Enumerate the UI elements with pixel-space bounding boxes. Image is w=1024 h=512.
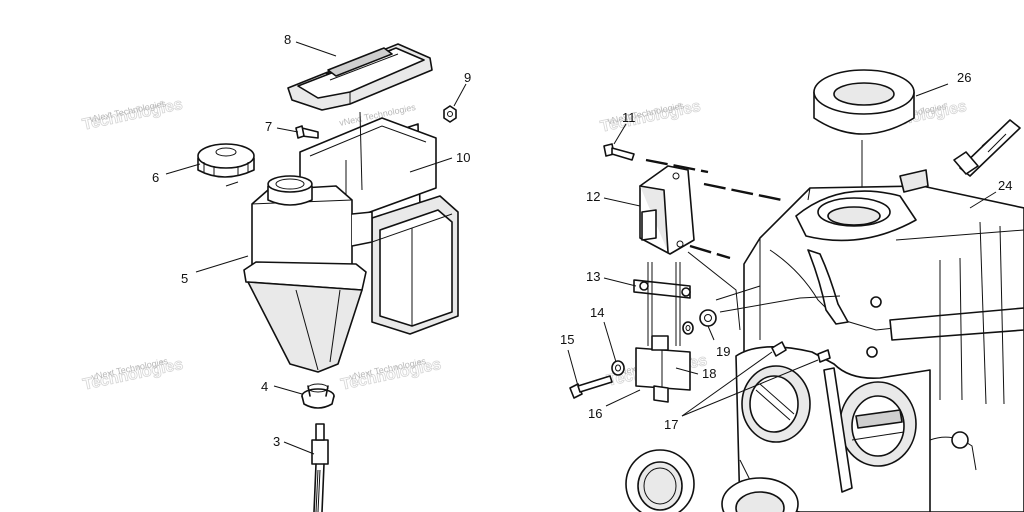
watermark-1: Technologies vNext Technologies	[81, 95, 185, 134]
callout-14: 14	[590, 305, 604, 320]
callout-9: 9	[464, 70, 471, 85]
bottom-ring-right	[721, 477, 799, 512]
part-14-washer	[611, 360, 625, 376]
callout-8: 8	[284, 32, 291, 47]
lower-housing-front	[735, 346, 977, 512]
watermark-2: Technologies vNext Technologies	[599, 97, 703, 136]
part-19-spacer	[682, 309, 717, 335]
callout-labels: 8 9 7 10 6 5 4 3 11 12 13 14 15 16 17 18…	[152, 32, 1012, 449]
callout-5: 5	[181, 271, 188, 286]
callout-11: 11	[622, 110, 636, 125]
callout-10: 10	[456, 150, 470, 165]
callout-24: 24	[998, 178, 1012, 193]
callout-13: 13	[586, 269, 600, 284]
strap-clip	[953, 119, 1021, 177]
callout-12: 12	[586, 189, 600, 204]
part-17-screws	[771, 341, 831, 363]
callout-3: 3	[273, 434, 280, 449]
part-6-cap	[197, 143, 255, 178]
part-12-module	[639, 165, 695, 255]
part-13-clamp	[633, 262, 691, 346]
part-5-tank	[225, 175, 373, 373]
callout-18: 18	[702, 366, 716, 381]
callout-15: 15	[560, 332, 574, 347]
callout-7: 7	[265, 119, 272, 134]
part-9-nut	[443, 105, 457, 123]
part-3-hose-fitting	[311, 423, 329, 512]
part-15-bolt	[569, 375, 613, 399]
callout-26: 26	[957, 70, 971, 85]
callout-4: 4	[261, 379, 268, 394]
part-18-clip-block	[635, 335, 691, 403]
callout-6: 6	[152, 170, 159, 185]
reservoir-right-box	[371, 195, 459, 335]
watermark-6: Technologies vNext Technologies	[339, 355, 443, 394]
part-8-airbox-cover	[287, 43, 433, 111]
part-11-bolt	[603, 143, 635, 161]
part-7-screw	[295, 125, 319, 139]
part-26-foam-ring	[813, 69, 915, 216]
alignment-lines	[645, 158, 841, 331]
bottom-ring-left	[625, 449, 695, 512]
callout-17: 17	[664, 417, 678, 432]
leader-lines	[165, 41, 997, 455]
cover-brand-logo	[327, 47, 393, 77]
watermark-5: Technologies vNext Technologies	[81, 355, 185, 394]
callout-19: 19	[716, 344, 730, 359]
callout-16: 16	[588, 406, 602, 421]
part-4-grommet	[301, 383, 335, 409]
